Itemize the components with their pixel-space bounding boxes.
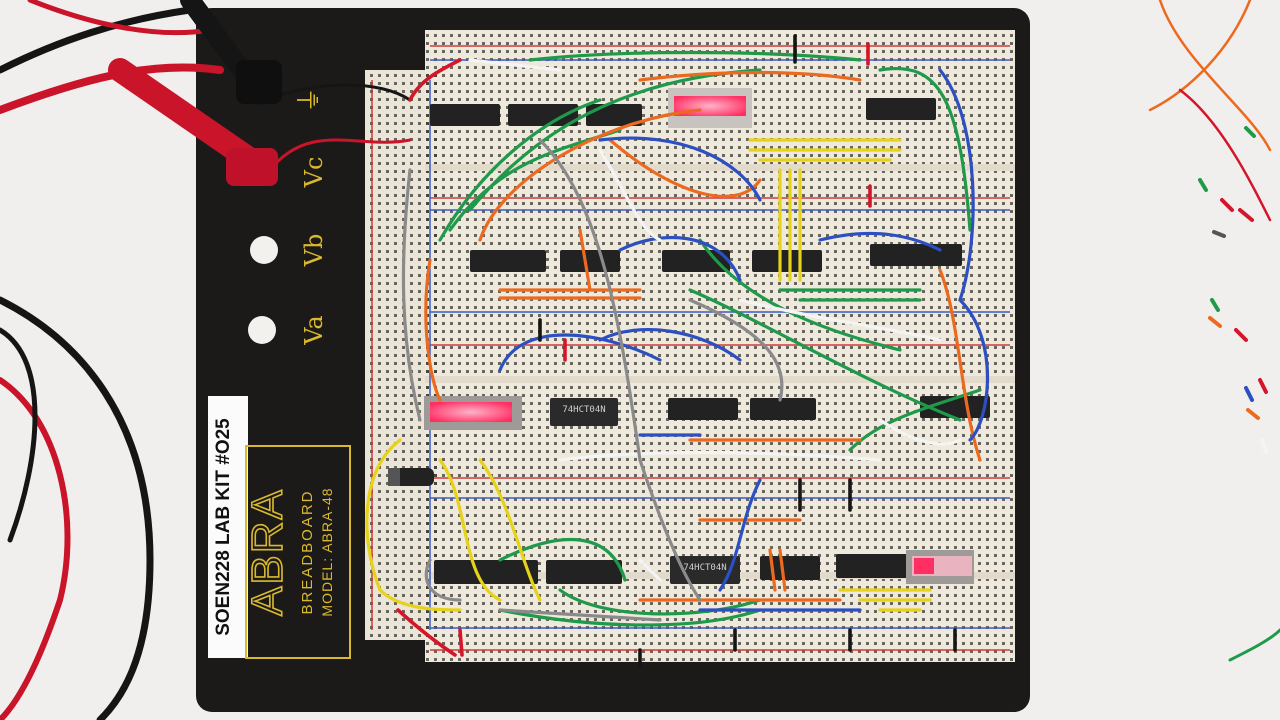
vb-terminal-label: Vb — [300, 234, 328, 268]
capacitor — [388, 468, 434, 486]
brand-logo: ABRA — [243, 488, 292, 616]
labeled-chip-a: 74HCT04N — [550, 398, 618, 426]
vc-terminal-label: Vc — [300, 157, 328, 189]
post-hole-vb — [250, 236, 278, 264]
black-terminal-post — [236, 60, 282, 104]
ground-terminal-label: ⏚ — [295, 87, 325, 113]
chip-b-marking: 74HCT04N — [683, 563, 726, 573]
jumper-wires — [365, 34, 989, 667]
led-bar-middle — [424, 396, 522, 430]
va-terminal-label: Va — [300, 315, 328, 345]
brand-line-1: BREADBOARD — [299, 489, 316, 614]
wire-offcuts — [1148, 0, 1280, 662]
brand-line-2: MODEL: ABRA-48 — [319, 487, 335, 616]
chip-a-marking: 74HCT04N — [562, 405, 605, 415]
led-bar-bottom — [906, 550, 974, 584]
led-bar-top — [668, 88, 752, 128]
post-hole-va — [248, 316, 276, 344]
red-terminal-post — [226, 148, 278, 186]
kit-label-sticker — [208, 396, 248, 658]
ic-chips — [430, 98, 990, 584]
brand-frame — [245, 445, 351, 659]
kit-label-text: SOEN228 LAB KIT #O25 — [213, 418, 234, 636]
